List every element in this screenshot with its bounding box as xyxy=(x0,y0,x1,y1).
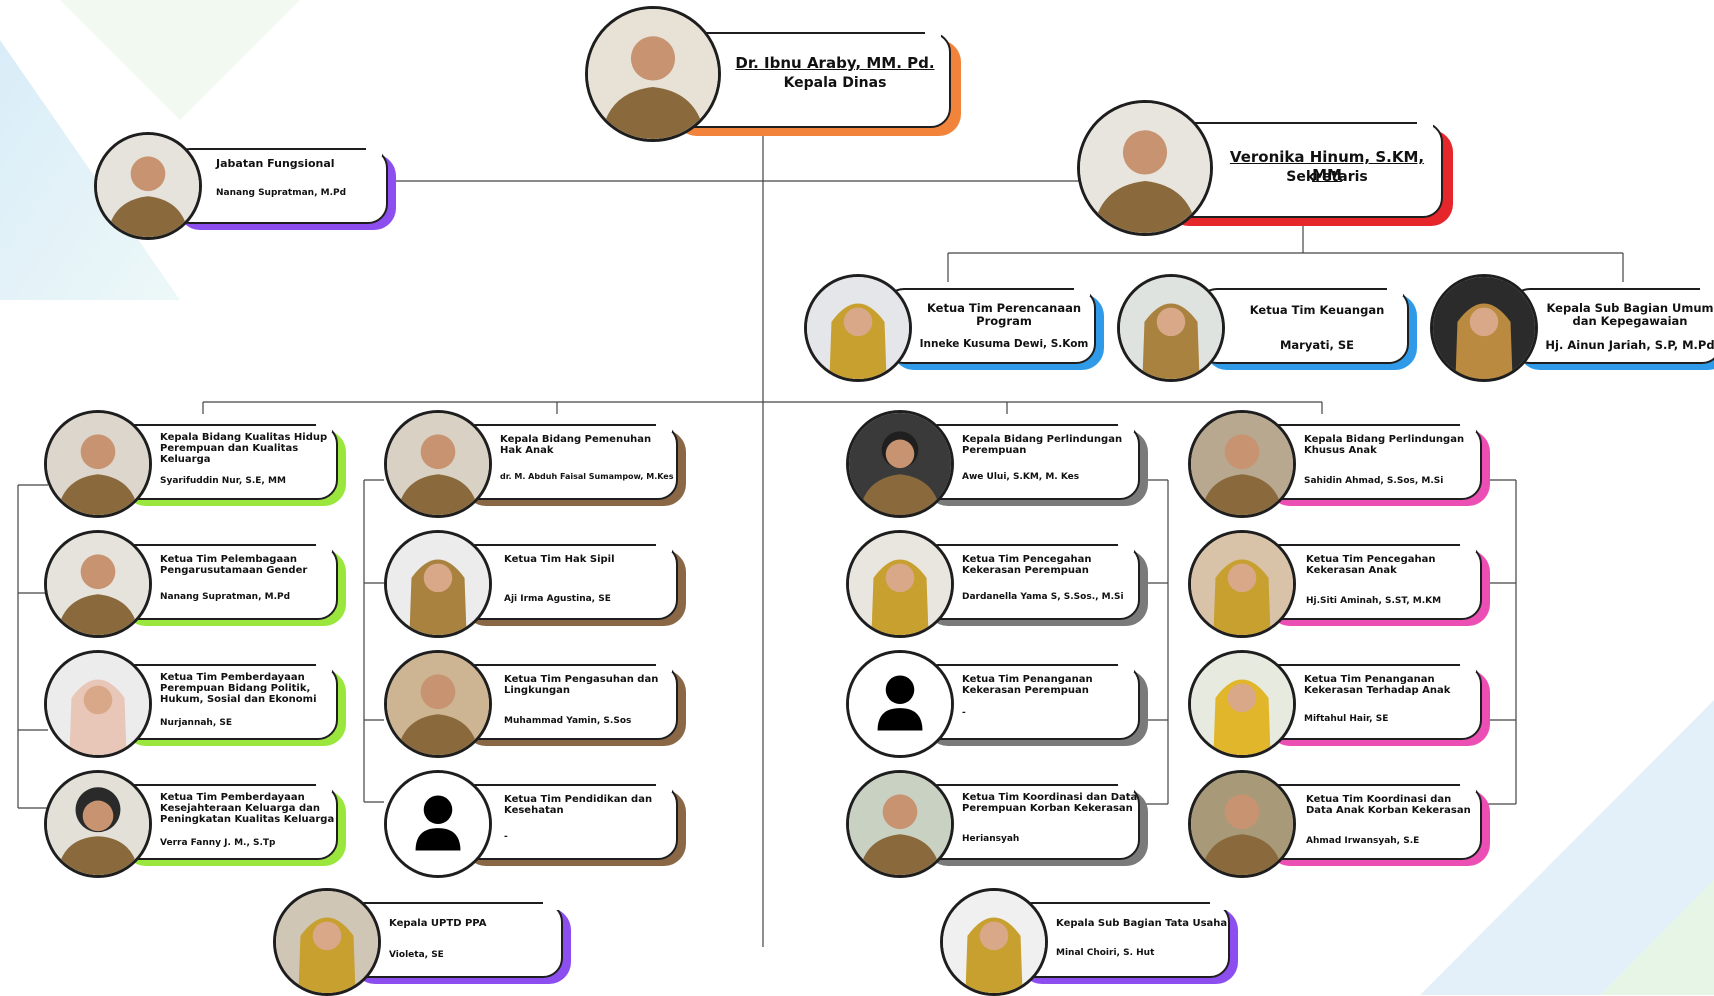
kepala-dinas-name: Dr. Ibnu Araby, MM. Pd. xyxy=(735,54,935,72)
avatar-pencegahan-anak xyxy=(1188,530,1296,638)
avatar-placeholder-penanganan-perempuan xyxy=(846,650,954,758)
hak-anak-name: dr. M. Abduh Faisal Sumampow, M.Kes xyxy=(500,472,674,481)
penanganan-perempuan-name: - xyxy=(962,708,966,718)
avatar-perlindungan-perempuan xyxy=(846,410,954,518)
uptd-ppa-name: Violeta, SE xyxy=(389,950,444,960)
pemberdayaan-politik-title: Ketua Tim Pemberdayaan Perempuan Bidang … xyxy=(160,672,317,705)
koordinasi-perempuan-title: Ketua Tim Koordinasi dan Data Perempuan … xyxy=(962,792,1138,814)
avatar-perencanaan-program xyxy=(804,274,912,382)
penanganan-anak-title: Ketua Tim Penanganan Kekerasan Terhadap … xyxy=(1304,674,1451,696)
jabatan-fungsional-name: Nanang Supratman, M.Pd xyxy=(216,188,347,198)
uptd-ppa-title: Kepala UPTD PPA xyxy=(389,918,487,929)
keuangan-name: Maryati, SE xyxy=(1279,338,1355,352)
avatar-penanganan-anak xyxy=(1188,650,1296,758)
avatar-pencegahan-perempuan xyxy=(846,530,954,638)
sekretaris-title: Sekretaris xyxy=(1286,169,1368,185)
koordinasi-anak-name: Ahmad Irwansyah, S.E xyxy=(1306,836,1420,846)
pendidikan-name: - xyxy=(504,832,508,842)
penanganan-anak-name: Miftahul Hair, SE xyxy=(1304,714,1389,724)
sekretaris-name: Veronika Hinum, S.KM, MM xyxy=(1229,148,1425,184)
kualitas-hidup-name: Syarifuddin Nur, S.E, MM xyxy=(160,476,286,486)
keuangan-title: Ketua Tim Keuangan xyxy=(1249,303,1385,317)
kualitas-hidup-title: Kepala Bidang Kualitas Hidup Perempuan d… xyxy=(160,432,328,465)
pengasuhan-name: Muhammad Yamin, S.Sos xyxy=(504,716,632,726)
avatar-pengasuhan xyxy=(384,650,492,758)
pengasuhan-title: Ketua Tim Pengasuhan dan Lingkungan xyxy=(504,674,659,696)
avatar-placeholder-pendidikan xyxy=(384,770,492,878)
penanganan-perempuan-title: Ketua Tim Penanganan Kekerasan Perempuan xyxy=(962,674,1093,696)
pemberdayaan-politik-name: Nurjannah, SE xyxy=(160,718,233,728)
perlindungan-anak-name: Sahidin Ahmad, S.Sos, M.Si xyxy=(1304,476,1444,486)
avatar-hak-anak xyxy=(384,410,492,518)
avatar-jabatan-fungsional xyxy=(94,132,202,240)
avatar-kualitas-hidup xyxy=(44,410,152,518)
pelembagaan-name: Nanang Supratman, M.Pd xyxy=(160,592,291,602)
avatar-pelembagaan xyxy=(44,530,152,638)
hak-anak-title: Kepala Bidang Pemenuhan Hak Anak xyxy=(500,434,652,456)
avatar-koordinasi-perempuan xyxy=(846,770,954,878)
koordinasi-anak-title: Ketua Tim Koordinasi dan Data Anak Korba… xyxy=(1306,794,1471,816)
avatar-koordinasi-anak xyxy=(1188,770,1296,878)
avatar-kesejahteraan xyxy=(44,770,152,878)
perlindungan-perempuan-title: Kepala Bidang Perlindungan Perempuan xyxy=(962,434,1123,456)
sub-bagian-umum-name: Hj. Ainun Jariah, S.P, M.Pd xyxy=(1545,338,1714,352)
avatar-perlindungan-anak xyxy=(1188,410,1296,518)
avatar-sekretaris xyxy=(1077,100,1213,236)
pelembagaan-title: Ketua Tim Pelembagaan Pengarusutamaan Ge… xyxy=(160,554,308,576)
tata-usaha-name: Minal Choiri, S. Hut xyxy=(1056,948,1155,958)
pencegahan-anak-name: Hj.Siti Aminah, S.ST, M.KM xyxy=(1306,596,1442,606)
pencegahan-anak-title: Ketua Tim Pencegahan Kekerasan Anak xyxy=(1306,554,1436,576)
jabatan-fungsional-title: Jabatan Fungsional xyxy=(216,157,335,170)
avatar-sub-bagian-umum xyxy=(1430,274,1538,382)
tata-usaha-title: Kepala Sub Bagian Tata Usaha xyxy=(1056,918,1228,929)
sub-bagian-umum-title: Kepala Sub Bagian Umum dan Kepegawaian xyxy=(1546,301,1714,328)
pendidikan-title: Ketua Tim Pendidikan dan Kesehatan xyxy=(504,794,653,816)
avatar-keuangan xyxy=(1117,274,1225,382)
kesejahteraan-title: Ketua Tim Pemberdayaan Kesejahteraan Kel… xyxy=(160,792,335,825)
perencanaan-program-title: Ketua Tim Perencanaan Program xyxy=(926,301,1082,328)
avatar-tata-usaha xyxy=(940,888,1048,996)
avatar-kepala-dinas xyxy=(585,6,721,142)
perlindungan-perempuan-name: Awe Ului, S.KM, M. Kes xyxy=(962,472,1080,482)
pencegahan-perempuan-title: Ketua Tim Pencegahan Kekerasan Perempuan xyxy=(962,554,1092,576)
avatar-uptd-ppa xyxy=(273,888,381,996)
koordinasi-perempuan-name: Heriansyah xyxy=(962,834,1020,844)
kepala-dinas-title: Kepala Dinas xyxy=(783,75,887,91)
avatar-hak-sipil xyxy=(384,530,492,638)
hak-sipil-name: Aji Irma Agustina, SE xyxy=(504,594,611,604)
avatar-pemberdayaan-politik xyxy=(44,650,152,758)
kesejahteraan-name: Verra Fanny J. M., S.Tp xyxy=(160,838,276,848)
pencegahan-perempuan-name: Dardanella Yama S, S.Sos., M.Si xyxy=(962,592,1124,602)
hak-sipil-title: Ketua Tim Hak Sipil xyxy=(504,554,615,565)
perlindungan-anak-title: Kepala Bidang Perlindungan Khusus Anak xyxy=(1304,434,1465,456)
perencanaan-program-name: Inneke Kusuma Dewi, S.Kom xyxy=(919,338,1089,350)
